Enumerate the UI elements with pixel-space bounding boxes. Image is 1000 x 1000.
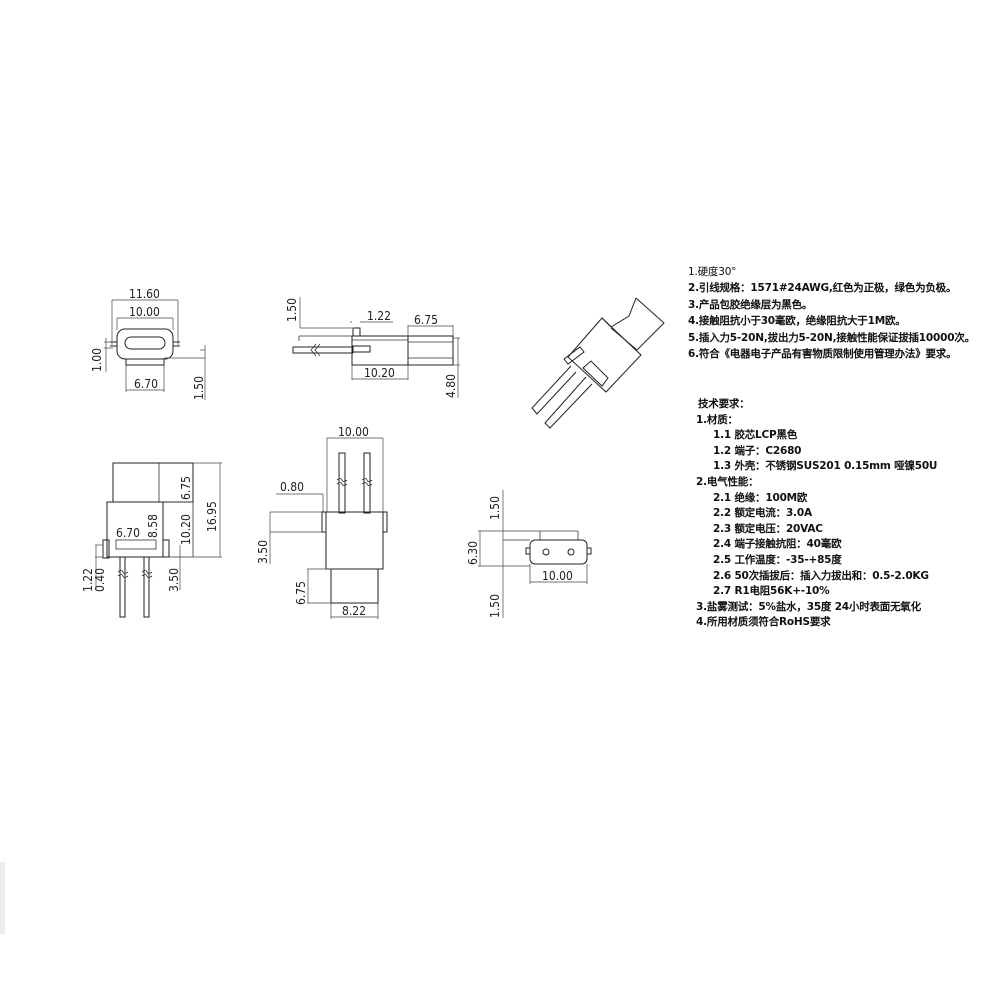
front-view: 16.95 6.75 10.20 6.70 8.58 0.40 1.22 3.5… bbox=[81, 462, 222, 618]
dim-side-top-offset: 1.50 bbox=[285, 298, 299, 322]
tech-item: 3.盐雾测试：5%盐水，35度 24小时表面无氧化 bbox=[696, 600, 921, 613]
side-view: 1.50 1.22 6.75 10.20 4.80 bbox=[285, 297, 460, 398]
tech-item: 1.1 胶芯LCP黑色 bbox=[713, 429, 798, 442]
note-item: 5.插入力5-20N,拔出力5-20N,接触性能保证拔插10000次。 bbox=[688, 331, 975, 344]
dim-base-width: 6.70 bbox=[134, 377, 158, 391]
tech-item: 2.3 额定电压：20VAC bbox=[713, 522, 823, 535]
tech-item: 2.5 工作温度：-35-+85度 bbox=[713, 553, 842, 566]
dim-top-length: 6.75 bbox=[179, 476, 193, 500]
dim-flange-gap: 0.40 bbox=[93, 568, 107, 592]
top-view: 11.60 10.00 1.00 6.70 1.50 bbox=[90, 287, 206, 400]
note-item: 1.硬度30° bbox=[688, 266, 737, 278]
tech-item: 1.材质： bbox=[696, 413, 738, 426]
dim-offset: 1.50 bbox=[192, 376, 206, 400]
edge-artifact bbox=[0, 862, 5, 934]
tech-item: 2.1 绝缘：100M欧 bbox=[713, 491, 808, 504]
dim-rear-tab-height: 3.50 bbox=[256, 540, 270, 564]
tech-item: 1.3 外壳：不锈钢SUS201 0.15mm 哑镍50U bbox=[713, 460, 938, 473]
bottom-view: 1.50 1.50 6.30 10.00 bbox=[466, 490, 592, 618]
dim-pin-offset: 3.50 bbox=[167, 568, 181, 592]
dim-rear-cap-width: 8.22 bbox=[342, 604, 366, 618]
note-item: 3.产品包胶绝缘层为黑色。 bbox=[688, 298, 813, 311]
tech-item: 2.6 50次插拔后：插入力拔出和：0.5-2.0KG bbox=[713, 569, 929, 582]
dim-cap-length: 6.75 bbox=[414, 313, 438, 327]
technical-requirements: 技术要求： 1.材质： 1.1 胶芯LCP黑色 1.2 端子：C2680 1.3… bbox=[696, 397, 937, 631]
note-item: 6.符合《电器电子产品有害物质限制使用管理办法》要求。 bbox=[688, 348, 957, 361]
dim-bottom-bottom-offset: 1.50 bbox=[488, 594, 502, 618]
tech-item: 2.电气性能： bbox=[696, 475, 759, 488]
tech-item: 2.7 R1电阻56K+-10% bbox=[713, 585, 830, 598]
tech-item: 1.2 端子：C2680 bbox=[713, 444, 802, 457]
dim-rear-cap-length: 6.75 bbox=[294, 581, 308, 605]
general-notes: 1.硬度30° 2.引线规格：1571#24AWG,红色为正极，绿色为负极。 3… bbox=[688, 264, 975, 362]
isometric-view bbox=[531, 297, 665, 429]
dim-pin-width: 1.22 bbox=[367, 309, 391, 323]
dim-total-length: 16.95 bbox=[205, 501, 219, 532]
dim-flange: 1.22 bbox=[81, 568, 95, 592]
dim-rear-tab: 0.80 bbox=[280, 480, 304, 494]
note-item: 2.引线规格：1571#24AWG,红色为正极，绿色为负极。 bbox=[688, 282, 957, 295]
dim-bottom-top-offset: 1.50 bbox=[488, 496, 502, 520]
dim-overall-width: 11.60 bbox=[129, 287, 160, 301]
tech-item: 4.所用材质须符合RoHS要求 bbox=[696, 616, 831, 629]
dim-body-width: 10.00 bbox=[129, 305, 160, 319]
tech-item: 2.4 端子接触抗阻：40毫欧 bbox=[713, 538, 842, 551]
dim-height: 4.80 bbox=[444, 374, 458, 398]
rear-view: 10.00 0.80 3.50 6.75 8.22 bbox=[256, 425, 388, 619]
note-item: 4.接触阻抗小于30毫欧，绝缘阻抗大于1M欧。 bbox=[688, 315, 906, 328]
dim-bottom-width: 10.00 bbox=[542, 569, 573, 583]
tech-title: 技术要求： bbox=[698, 398, 750, 410]
dim-front-body-length: 10.20 bbox=[179, 514, 193, 545]
dim-inner-width: 6.70 bbox=[116, 526, 140, 540]
dim-inner-height: 8.58 bbox=[146, 514, 160, 538]
tech-item: 2.2 额定电流：3.0A bbox=[713, 507, 812, 520]
dim-body-length: 10.20 bbox=[364, 366, 395, 380]
dim-rear-width: 10.00 bbox=[338, 425, 369, 439]
dim-tab-thickness: 1.00 bbox=[90, 348, 104, 372]
dim-bottom-height: 6.30 bbox=[466, 541, 480, 565]
